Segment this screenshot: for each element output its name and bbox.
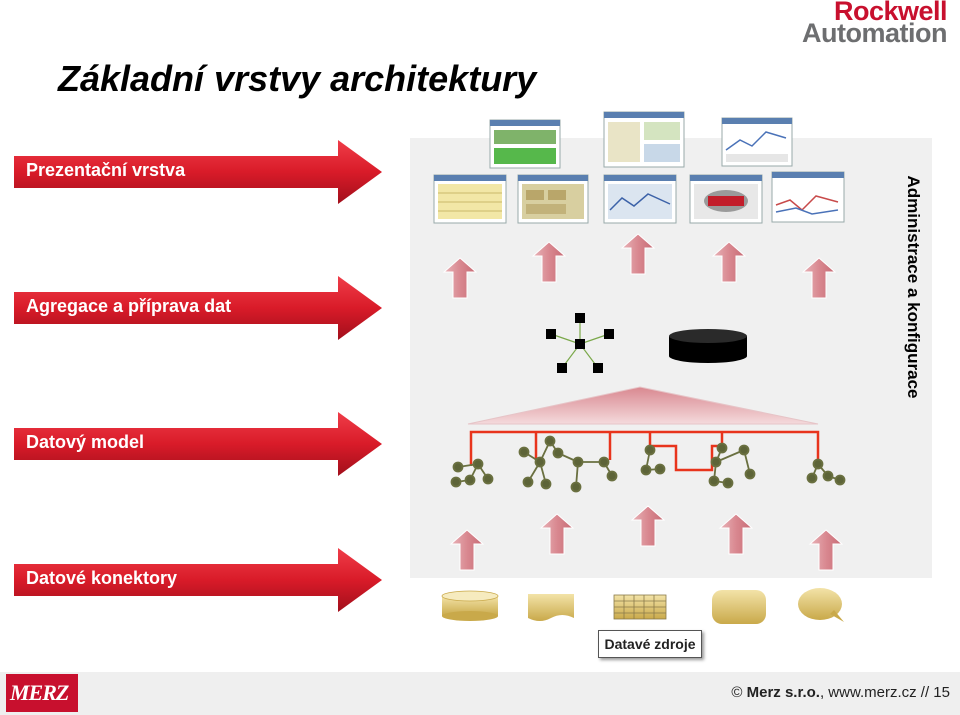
tree-network-icon [640,444,666,476]
merz-logo: MERZ [6,674,78,712]
footer-company: Merz s.r.o. [746,684,820,701]
logo-line-1: Rockwell [833,0,948,26]
logo-line-2: Automation [802,18,947,48]
right-arrow-icon [14,548,382,612]
layer-label-presentation: Prezentační vrstva [26,160,186,180]
database-disk-icon [669,329,747,363]
right-arrow-icon [14,276,382,340]
up-arrow-icon [539,513,575,555]
right-arrow-icon [14,412,382,476]
screenshot-thumbnail-icon [603,174,677,224]
comment-bubble-icon [798,588,844,622]
up-arrow-icon [808,529,844,571]
tree-network-icon [806,458,846,486]
tree-network-icon [708,442,756,489]
up-arrow-icon [711,241,747,283]
layer-arrow-data-model: Datový model [12,410,384,478]
screenshot-thumbnail-icon [433,174,507,224]
rockwell-automation-logo: Rockwell Automation [775,0,955,48]
screenshot-thumbnail-icon [689,174,763,224]
document-icon [528,594,574,621]
screenshot-thumbnail-icon [603,111,685,168]
slide-title: Základní vrstvy architektury [58,58,537,99]
screenshot-thumbnail-icon [489,119,561,169]
footer-bar [0,672,960,715]
database-cylinder-icon [441,590,499,621]
up-arrow-icon [531,241,567,283]
layer-arrow-connectors: Datové konektory [12,546,384,614]
right-arrow-icon [14,140,382,204]
aggregation-triangle [467,386,819,425]
star-network-icon [546,313,614,373]
data-storage-icon [712,590,766,624]
layer-arrow-presentation: Prezentační vrstva [12,138,384,206]
data-sources-label: Datavé zdroje [598,630,702,658]
tree-network-icon [450,458,494,488]
admin-config-label-wrap: Administrace a konfigurace [898,142,923,432]
up-arrow-icon [442,257,478,299]
screenshot-thumbnail-icon [771,171,845,223]
merz-logo-text: MERZ [10,680,69,705]
admin-config-label: Administrace a konfigurace [904,175,923,399]
up-arrow-icon [718,513,754,555]
up-arrow-icon [620,233,656,275]
tree-network-icon [518,435,618,493]
layer-label-connectors: Datové konektory [26,568,178,588]
layer-label-aggregation: Agregace a příprava dat [26,296,232,316]
screenshot-thumbnail-icon [721,117,793,167]
copyright-symbol: © [731,684,743,701]
layer-label-data-model: Datový model [26,432,145,452]
up-arrow-icon [630,505,666,547]
up-arrow-icon [449,529,485,571]
footer-text: © Merz s.r.o., www.merz.cz // 15 [731,684,950,701]
screenshot-thumbnail-icon [517,174,589,224]
up-arrow-icon [801,257,837,299]
spreadsheet-grid-icon [613,594,667,620]
layer-arrow-aggregation: Agregace a příprava dat [12,274,384,342]
footer-web-page: , www.merz.cz // 15 [819,684,950,701]
